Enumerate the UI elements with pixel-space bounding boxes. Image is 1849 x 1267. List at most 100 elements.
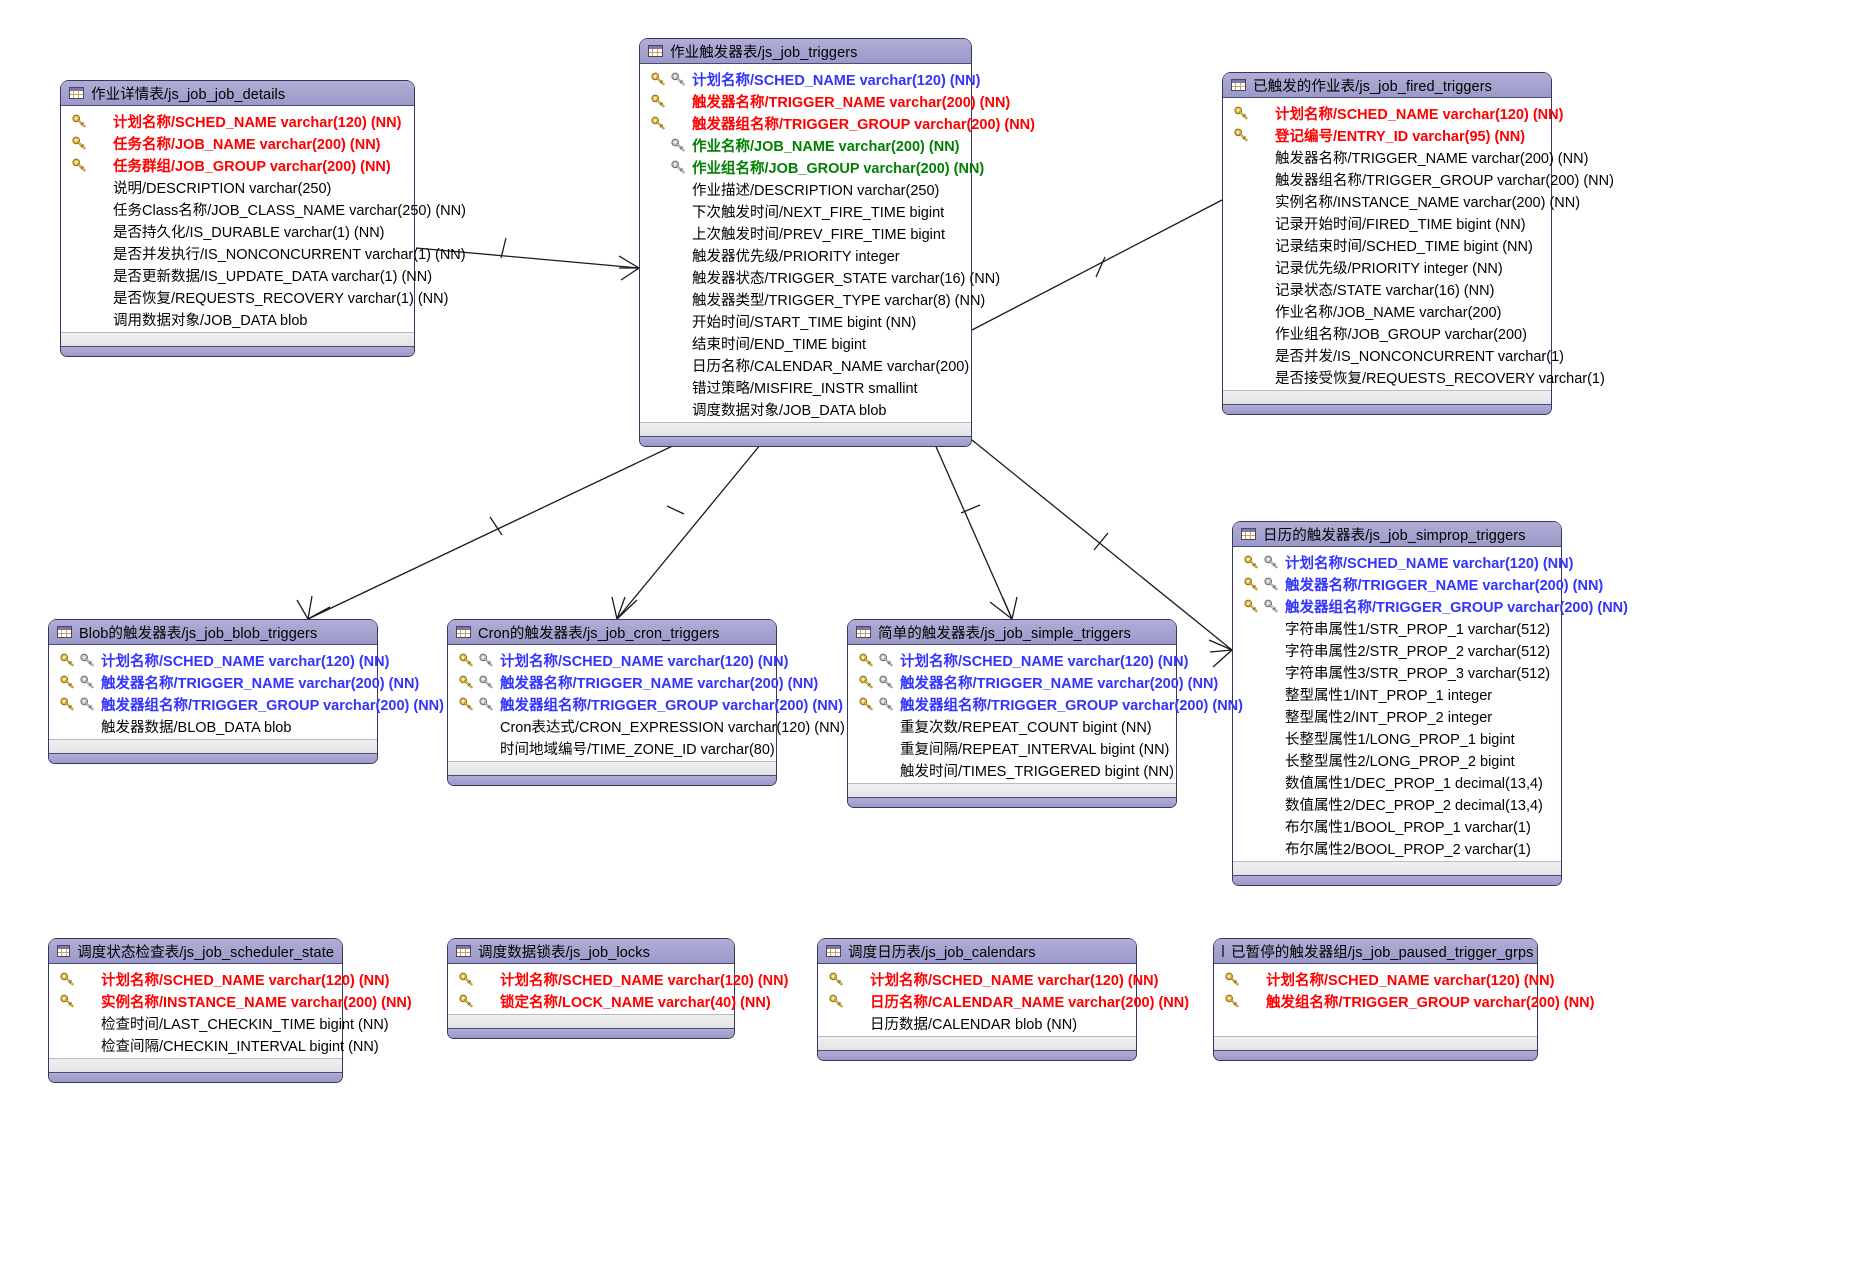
attribute-row[interactable]: 调用数据对象/JOB_DATA blob bbox=[61, 308, 414, 330]
attribute-row[interactable]: 检查时间/LAST_CHECKIN_TIME bigint (NN) bbox=[49, 1012, 389, 1034]
attribute-row[interactable]: 触发器名称/TRIGGER_NAME varchar(200) (NN) bbox=[448, 671, 818, 693]
attribute-row[interactable]: 时间地域编号/TIME_ZONE_ID varchar(80) bbox=[448, 737, 776, 759]
attribute-row[interactable]: 作业组名称/JOB_GROUP varchar(200) bbox=[1223, 322, 1551, 344]
attribute-row[interactable]: 触发器名称/TRIGGER_NAME varchar(200) (NN) bbox=[49, 671, 419, 693]
attribute-row[interactable]: 计划名称/SCHED_NAME varchar(120) (NN) bbox=[61, 110, 414, 132]
attribute-row[interactable]: 记录状态/STATE varchar(16) (NN) bbox=[1223, 278, 1551, 300]
attribute-row[interactable]: 是否并发/IS_NONCONCURRENT varchar(1) bbox=[1223, 344, 1564, 366]
attribute-row[interactable]: 字符串属性3/STR_PROP_3 varchar(512) bbox=[1233, 661, 1561, 683]
entity-header-job_details[interactable]: 作业详情表/js_job_job_details bbox=[61, 81, 414, 106]
entity-calendars[interactable]: 调度日历表/js_job_calendars 计划名称/SCHED_NAME va… bbox=[817, 938, 1189, 1061]
entity-locks[interactable]: 调度数据锁表/js_job_locks 计划名称/SCHED_NAME varch… bbox=[447, 938, 788, 1039]
attribute-row[interactable]: 布尔属性2/BOOL_PROP_2 varchar(1) bbox=[1233, 837, 1561, 859]
attribute-row[interactable]: 字符串属性2/STR_PROP_2 varchar(512) bbox=[1233, 639, 1561, 661]
attribute-row[interactable]: 实例名称/INSTANCE_NAME varchar(200) (NN) bbox=[49, 990, 412, 1012]
attribute-row[interactable]: 任务Class名称/JOB_CLASS_NAME varchar(250) (N… bbox=[61, 198, 466, 220]
attribute-row[interactable]: 整型属性1/INT_PROP_1 integer bbox=[1233, 683, 1561, 705]
attribute-row[interactable]: 重复间隔/REPEAT_INTERVAL bigint (NN) bbox=[848, 737, 1176, 759]
attribute-row[interactable]: 开始时间/START_TIME bigint (NN) bbox=[640, 310, 971, 332]
attribute-row[interactable]: 计划名称/SCHED_NAME varchar(120) (NN) bbox=[640, 68, 980, 90]
attribute-row[interactable]: 是否持久化/IS_DURABLE varchar(1) (NN) bbox=[61, 220, 414, 242]
attribute-row[interactable]: 长整型属性2/LONG_PROP_2 bigint bbox=[1233, 749, 1561, 771]
attribute-row[interactable]: 说明/DESCRIPTION varchar(250) bbox=[61, 176, 414, 198]
attribute-row[interactable]: 触发时间/TIMES_TRIGGERED bigint (NN) bbox=[848, 759, 1176, 781]
entity-header-scheduler_state[interactable]: 调度状态检查表/js_job_scheduler_state bbox=[49, 939, 342, 964]
entity-scheduler_state[interactable]: 调度状态检查表/js_job_scheduler_state 计划名称/SCHED… bbox=[48, 938, 412, 1083]
attribute-row[interactable]: 触发器名称/TRIGGER_NAME varchar(200) (NN) bbox=[640, 90, 1010, 112]
attribute-row[interactable]: 作业名称/JOB_NAME varchar(200) (NN) bbox=[640, 134, 971, 156]
entity-simprop_triggers[interactable]: 日历的触发器表/js_job_simprop_triggers 计划名称/SCHE… bbox=[1232, 521, 1628, 886]
attribute-row[interactable]: 日历名称/CALENDAR_NAME varchar(200) bbox=[640, 354, 971, 376]
attribute-row[interactable]: 是否恢复/REQUESTS_RECOVERY varchar(1) (NN) bbox=[61, 286, 448, 308]
entity-header-cron_triggers[interactable]: Cron的触发器表/js_job_cron_triggers bbox=[448, 620, 776, 645]
entity-header-locks[interactable]: 调度数据锁表/js_job_locks bbox=[448, 939, 734, 964]
entity-header-fired_triggers[interactable]: 已触发的作业表/js_job_fired_triggers bbox=[1223, 73, 1551, 98]
attribute-row[interactable]: 触发器组名称/TRIGGER_GROUP varchar(200) (NN) bbox=[448, 693, 843, 715]
attribute-row[interactable]: 记录开始时间/FIRED_TIME bigint (NN) bbox=[1223, 212, 1551, 234]
attribute-row[interactable]: 锁定名称/LOCK_NAME varchar(40) (NN) bbox=[448, 990, 771, 1012]
attribute-row[interactable]: 触发器数据/BLOB_DATA blob bbox=[49, 715, 377, 737]
entity-header-paused_trigger_grps[interactable]: 已暂停的触发器组/js_job_paused_trigger_grps bbox=[1214, 939, 1537, 964]
attribute-row[interactable]: 触发器组名称/TRIGGER_GROUP varchar(200) (NN) bbox=[848, 693, 1243, 715]
attribute-row[interactable]: 计划名称/SCHED_NAME varchar(120) (NN) bbox=[818, 968, 1158, 990]
attribute-row[interactable]: 布尔属性1/BOOL_PROP_1 varchar(1) bbox=[1233, 815, 1561, 837]
attribute-row[interactable]: 是否接受恢复/REQUESTS_RECOVERY varchar(1) bbox=[1223, 366, 1605, 388]
attribute-row[interactable]: 登记编号/ENTRY_ID varchar(95) (NN) bbox=[1223, 124, 1551, 146]
attribute-row[interactable]: 结束时间/END_TIME bigint bbox=[640, 332, 971, 354]
attribute-row[interactable]: 计划名称/SCHED_NAME varchar(120) (NN) bbox=[1233, 551, 1573, 573]
attribute-row[interactable]: 整型属性2/INT_PROP_2 integer bbox=[1233, 705, 1561, 727]
attribute-row[interactable]: 触发组名称/TRIGGER_GROUP varchar(200) (NN) bbox=[1214, 990, 1594, 1012]
attribute-row[interactable]: 计划名称/SCHED_NAME varchar(120) (NN) bbox=[49, 968, 389, 990]
attribute-row[interactable]: 计划名称/SCHED_NAME varchar(120) (NN) bbox=[848, 649, 1188, 671]
attribute-row[interactable]: 日历名称/CALENDAR_NAME varchar(200) (NN) bbox=[818, 990, 1189, 1012]
attribute-row[interactable]: 数值属性2/DEC_PROP_2 decimal(13,4) bbox=[1233, 793, 1561, 815]
attribute-row[interactable]: Cron表达式/CRON_EXPRESSION varchar(120) (NN… bbox=[448, 715, 845, 737]
attribute-row[interactable]: 实例名称/INSTANCE_NAME varchar(200) (NN) bbox=[1223, 190, 1580, 212]
attribute-row[interactable]: 计划名称/SCHED_NAME varchar(120) (NN) bbox=[448, 649, 788, 671]
entity-cron_triggers[interactable]: Cron的触发器表/js_job_cron_triggers 计划名称/SCHED… bbox=[447, 619, 845, 786]
attribute-row[interactable]: 触发器组名称/TRIGGER_GROUP varchar(200) (NN) bbox=[49, 693, 444, 715]
attribute-row[interactable]: 记录优先级/PRIORITY integer (NN) bbox=[1223, 256, 1551, 278]
attribute-row[interactable]: 检查间隔/CHECKIN_INTERVAL bigint (NN) bbox=[49, 1034, 379, 1056]
entity-job_triggers[interactable]: 作业触发器表/js_job_triggers 计划名称/SCHED_NAME va… bbox=[639, 38, 1035, 447]
attribute-row[interactable]: 下次触发时间/NEXT_FIRE_TIME bigint bbox=[640, 200, 971, 222]
attribute-row[interactable]: 任务群组/JOB_GROUP varchar(200) (NN) bbox=[61, 154, 414, 176]
attribute-row[interactable]: 计划名称/SCHED_NAME varchar(120) (NN) bbox=[448, 968, 788, 990]
entity-header-simprop_triggers[interactable]: 日历的触发器表/js_job_simprop_triggers bbox=[1233, 522, 1561, 547]
attribute-row[interactable]: 计划名称/SCHED_NAME varchar(120) (NN) bbox=[1223, 102, 1563, 124]
entity-fired_triggers[interactable]: 已触发的作业表/js_job_fired_triggers 计划名称/SCHED_… bbox=[1222, 72, 1614, 415]
attribute-row[interactable]: 触发器组名称/TRIGGER_GROUP varchar(200) (NN) bbox=[640, 112, 1035, 134]
attribute-row[interactable]: 调度数据对象/JOB_DATA blob bbox=[640, 398, 971, 420]
entity-header-job_triggers[interactable]: 作业触发器表/js_job_triggers bbox=[640, 39, 971, 64]
attribute-row[interactable]: 字符串属性1/STR_PROP_1 varchar(512) bbox=[1233, 617, 1561, 639]
attribute-row[interactable]: 是否并发执行/IS_NONCONCURRENT varchar(1) (NN) bbox=[61, 242, 466, 264]
entity-simple_triggers[interactable]: 简单的触发器表/js_job_simple_triggers 计划名称/SCHED… bbox=[847, 619, 1243, 808]
attribute-row[interactable]: 任务名称/JOB_NAME varchar(200) (NN) bbox=[61, 132, 414, 154]
attribute-row[interactable]: 数值属性1/DEC_PROP_1 decimal(13,4) bbox=[1233, 771, 1561, 793]
entity-header-blob_triggers[interactable]: Blob的触发器表/js_job_blob_triggers bbox=[49, 620, 377, 645]
attribute-row[interactable]: 计划名称/SCHED_NAME varchar(120) (NN) bbox=[1214, 968, 1554, 990]
attribute-row[interactable]: 作业描述/DESCRIPTION varchar(250) bbox=[640, 178, 971, 200]
attribute-row[interactable]: 触发器组名称/TRIGGER_GROUP varchar(200) (NN) bbox=[1223, 168, 1614, 190]
attribute-row[interactable]: 计划名称/SCHED_NAME varchar(120) (NN) bbox=[49, 649, 389, 671]
attribute-row[interactable]: 记录结束时间/SCHED_TIME bigint (NN) bbox=[1223, 234, 1551, 256]
attribute-row[interactable]: 日历数据/CALENDAR blob (NN) bbox=[818, 1012, 1136, 1034]
attribute-row[interactable]: 是否更新数据/IS_UPDATE_DATA varchar(1) (NN) bbox=[61, 264, 432, 286]
attribute-row[interactable]: 触发器类型/TRIGGER_TYPE varchar(8) (NN) bbox=[640, 288, 985, 310]
entity-paused_trigger_grps[interactable]: 已暂停的触发器组/js_job_paused_trigger_grps 计划名称/… bbox=[1213, 938, 1594, 1061]
attribute-row[interactable]: 长整型属性1/LONG_PROP_1 bigint bbox=[1233, 727, 1561, 749]
attribute-row[interactable]: 上次触发时间/PREV_FIRE_TIME bigint bbox=[640, 222, 971, 244]
attribute-row[interactable]: 触发器名称/TRIGGER_NAME varchar(200) (NN) bbox=[1223, 146, 1588, 168]
attribute-row[interactable]: 作业组名称/JOB_GROUP varchar(200) (NN) bbox=[640, 156, 984, 178]
entity-header-simple_triggers[interactable]: 简单的触发器表/js_job_simple_triggers bbox=[848, 620, 1176, 645]
entity-header-calendars[interactable]: 调度日历表/js_job_calendars bbox=[818, 939, 1136, 964]
attribute-row[interactable]: 触发器状态/TRIGGER_STATE varchar(16) (NN) bbox=[640, 266, 1000, 288]
attribute-row[interactable]: 重复次数/REPEAT_COUNT bigint (NN) bbox=[848, 715, 1176, 737]
attribute-row[interactable]: 触发器名称/TRIGGER_NAME varchar(200) (NN) bbox=[1233, 573, 1603, 595]
attribute-row[interactable]: 触发器名称/TRIGGER_NAME varchar(200) (NN) bbox=[848, 671, 1218, 693]
attribute-row[interactable]: 触发器优先级/PRIORITY integer bbox=[640, 244, 971, 266]
entity-job_details[interactable]: 作业详情表/js_job_job_details 计划名称/SCHED_NAME … bbox=[60, 80, 466, 357]
attribute-row[interactable] bbox=[1214, 1012, 1537, 1034]
entity-blob_triggers[interactable]: Blob的触发器表/js_job_blob_triggers 计划名称/SCHED… bbox=[48, 619, 444, 764]
attribute-row[interactable]: 作业名称/JOB_NAME varchar(200) bbox=[1223, 300, 1551, 322]
